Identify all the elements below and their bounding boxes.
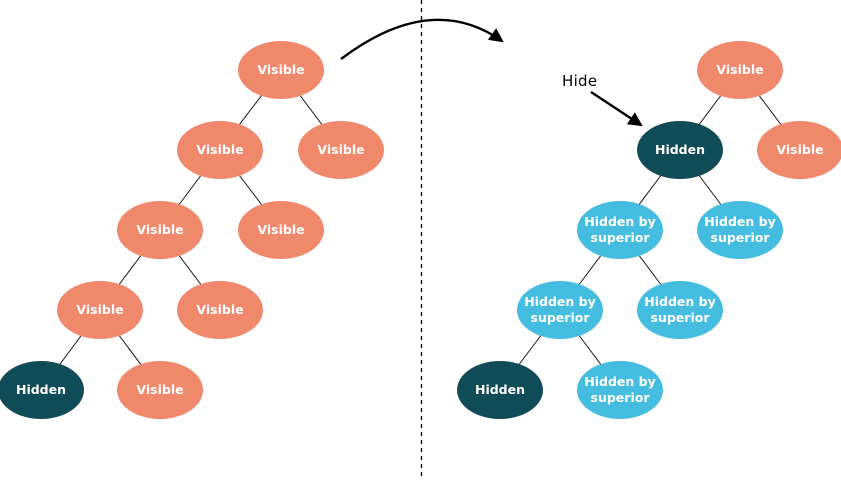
node-label: Visible [317, 142, 365, 158]
node-label: Hidden by superior [584, 214, 656, 245]
left-tree-node-visible: Visible [177, 121, 263, 179]
left-tree-node-visible: Visible [117, 361, 203, 419]
node-label: Hidden [474, 382, 526, 398]
right-tree-node-hidden-by-superior: Hidden by superior [577, 361, 663, 419]
node-label: Visible [196, 302, 244, 318]
left-tree-node-visible: Visible [117, 201, 203, 259]
node-label: Visible [76, 302, 124, 318]
node-label: Visible [136, 222, 184, 238]
hide-arrow-icon [590, 90, 643, 127]
node-label: Hidden [15, 382, 67, 398]
transition-arrow-icon [340, 18, 504, 60]
left-tree-node-visible: Visible [57, 281, 143, 339]
right-tree-node-hidden-by-superior: Hidden by superior [577, 201, 663, 259]
left-tree-node-hidden: Hidden [0, 361, 84, 419]
node-label: Visible [196, 142, 244, 158]
node-label: Visible [136, 382, 184, 398]
left-tree-node-visible: Visible [238, 201, 324, 259]
node-label: Visible [257, 222, 305, 238]
node-label: Hidden by superior [524, 294, 596, 325]
hide-annotation-label: Hide [562, 72, 598, 90]
left-tree-node-visible: Visible [177, 281, 263, 339]
right-tree-node-hidden-by-superior: Hidden by superior [697, 201, 783, 259]
node-label: Visible [716, 62, 764, 78]
node-label: Hidden [654, 142, 706, 158]
node-label: Visible [776, 142, 824, 158]
right-tree-node-root-visible: Visible [697, 41, 783, 99]
left-tree-node-visible: Visible [298, 121, 384, 179]
node-label: Visible [257, 62, 305, 78]
right-tree-node-hidden-by-superior: Hidden by superior [517, 281, 603, 339]
right-tree-node-hidden: Hidden [457, 361, 543, 419]
right-tree-node-hidden: Hidden [637, 121, 723, 179]
right-tree-node-visible: Visible [757, 121, 841, 179]
node-label: Hidden by superior [644, 294, 716, 325]
node-label: Hidden by superior [704, 214, 776, 245]
left-tree-node-root-visible: Visible [238, 41, 324, 99]
node-label: Hidden by superior [584, 374, 656, 405]
right-tree-node-hidden-by-superior: Hidden by superior [637, 281, 723, 339]
